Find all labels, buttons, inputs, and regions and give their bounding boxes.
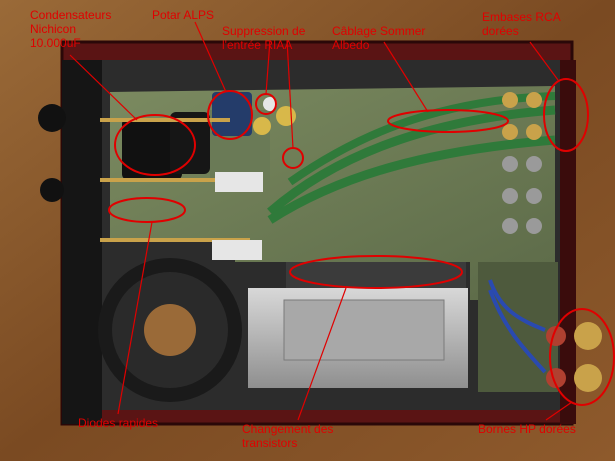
highlight-condensateurs <box>114 114 196 176</box>
back-panel <box>560 60 576 424</box>
sommer-albedo-cable <box>267 105 556 216</box>
label-potar: Potar ALPS <box>152 8 215 22</box>
front-panel <box>62 60 102 424</box>
label-suppression: Suppression de l'entrée RIAA <box>222 24 306 52</box>
highlight-potar <box>207 90 253 140</box>
knob-icon <box>38 104 66 132</box>
sommer-albedo-cable <box>267 135 556 224</box>
label-cablage: Câblage Sommer Albedo <box>332 24 426 52</box>
alps-potentiometer <box>212 92 252 136</box>
transistor-row <box>286 262 466 288</box>
knob-icon <box>40 178 64 202</box>
highlight-embases <box>543 78 589 152</box>
filter-capacitor <box>170 112 210 174</box>
label-diodes: Diodes rapides <box>78 416 159 430</box>
highlight-bornes <box>549 308 615 406</box>
label-changement: Changement des transistors <box>242 422 334 450</box>
label-embases: Embases RCA dorées <box>482 10 561 38</box>
label-condensateurs: Condensateurs Nichicon 10.000uF <box>30 8 112 50</box>
highlight-diodes <box>108 197 186 223</box>
filter-capacitor <box>122 118 182 180</box>
rca-jacks <box>502 92 542 234</box>
label-bornes: Bornes HP dorées <box>478 422 576 436</box>
highlight-cablage <box>387 109 509 133</box>
highlight-changement <box>289 255 463 289</box>
